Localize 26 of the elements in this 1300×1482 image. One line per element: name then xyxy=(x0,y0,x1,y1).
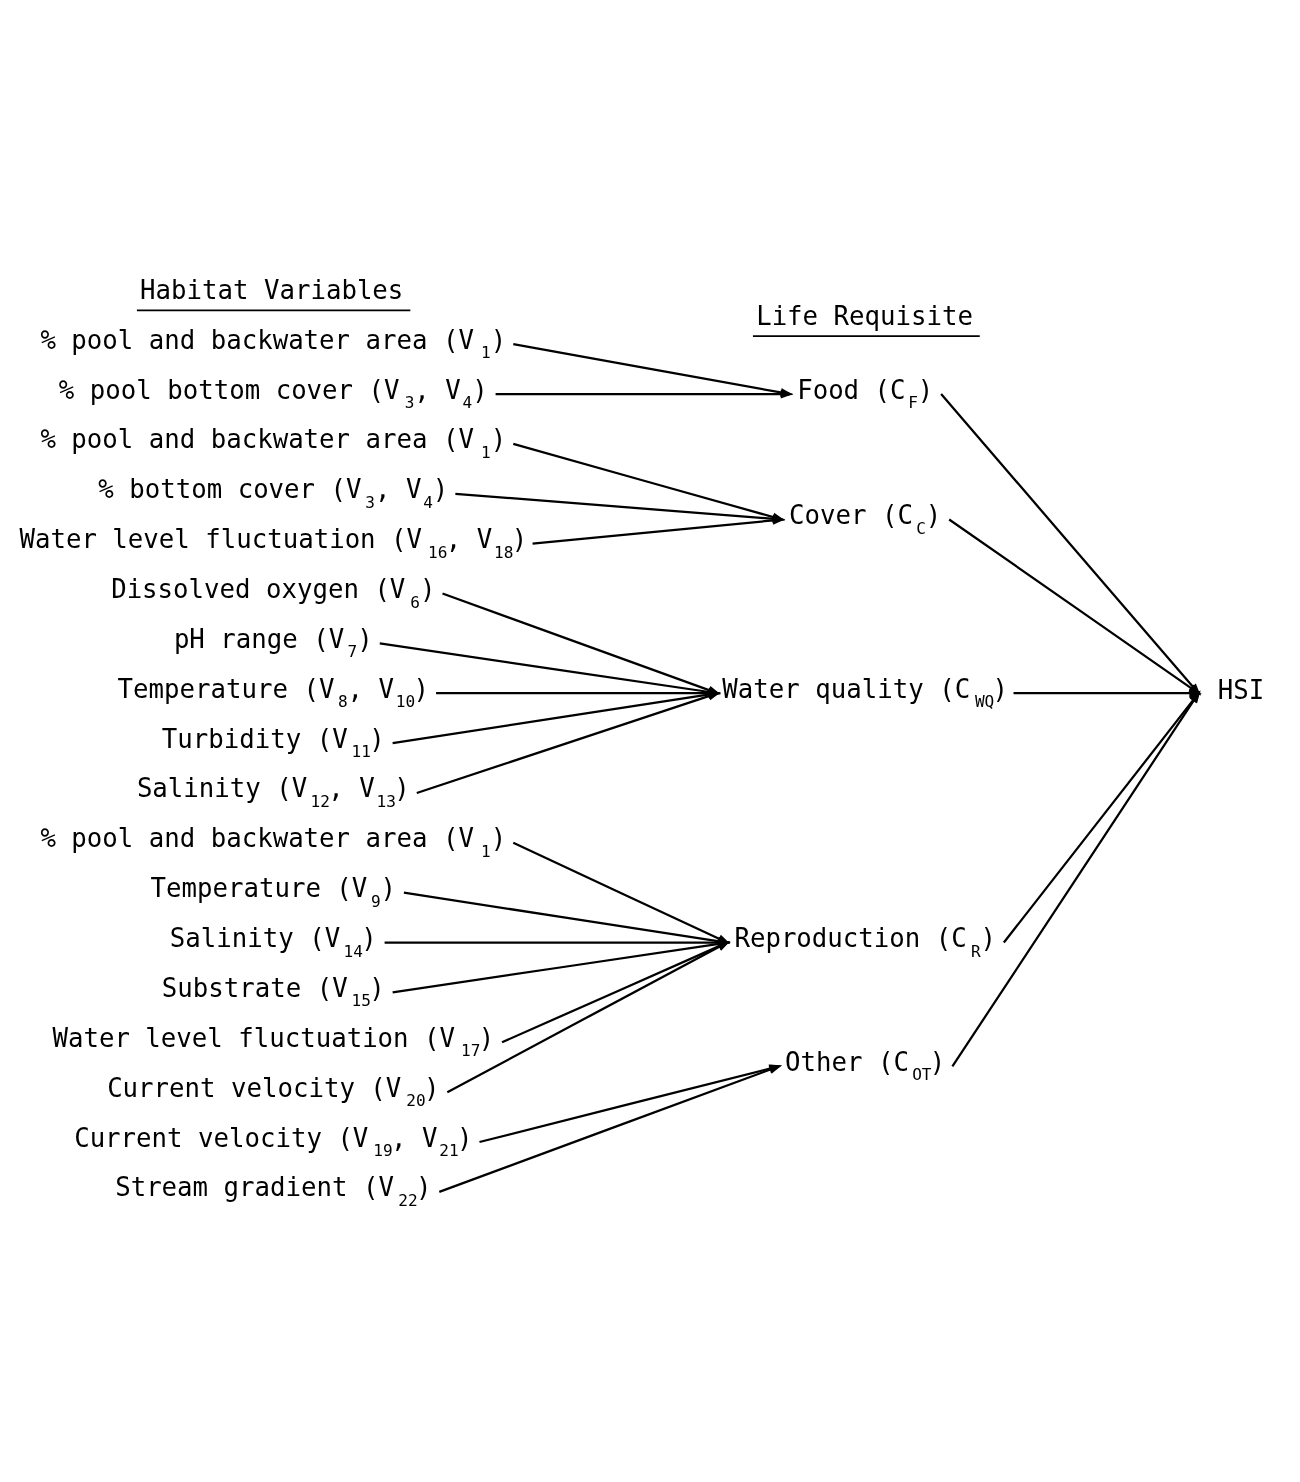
node-text: Stream gradient (V$_{22}$) xyxy=(115,1171,432,1210)
node-text: Water quality (C$_{WQ}$) xyxy=(722,673,1009,711)
node-text: % pool and backwater area (V$_{1}$) xyxy=(40,324,507,362)
node-text: Food (C$_{F}$) xyxy=(797,374,934,412)
node-text: Current velocity (V$_{20}$) xyxy=(107,1072,440,1110)
node-text: HSI xyxy=(1217,674,1265,705)
node-text: Temperature (V$_{9}$) xyxy=(150,872,397,911)
node-text: Other (C$_{OT}$) xyxy=(785,1046,946,1084)
node-text: Turbidity (V$_{11}$) xyxy=(161,723,385,761)
node-text: Salinity (V$_{14}$) xyxy=(169,922,377,961)
label: Life Requisite xyxy=(756,300,973,331)
node-text: Water level fluctuation (V$_{16}$, V$_{18}$) xyxy=(19,523,528,562)
node-text: % pool and backwater area (V$_{1}$) xyxy=(40,822,507,861)
node-text: Dissolved oxygen (V$_{6}$) xyxy=(111,573,436,612)
label: Habitat Variables xyxy=(140,274,404,305)
node-text: Current velocity (V$_{19}$, V$_{21}$) xyxy=(74,1122,473,1160)
node-text: Temperature (V$_{8}$, V$_{10}$) xyxy=(117,673,430,711)
node-text: Reproduction (C$_{R}$) xyxy=(734,922,997,961)
node-text: pH range (V$_{7}$) xyxy=(173,623,373,661)
node-text: % pool and backwater area (V$_{1}$) xyxy=(40,423,507,462)
node-text: % bottom cover (V$_{3}$, V$_{4}$) xyxy=(98,473,449,512)
node-text: Water level fluctuation (V$_{17}$) xyxy=(52,1022,495,1060)
node-text: Substrate (V$_{15}$) xyxy=(161,972,385,1010)
node-text: % pool bottom cover (V$_{3}$, V$_{4}$) xyxy=(58,374,488,412)
node-text: Salinity (V$_{12}$, V$_{13}$) xyxy=(136,772,410,811)
node-text: Cover (C$_{C}$) xyxy=(789,499,942,538)
